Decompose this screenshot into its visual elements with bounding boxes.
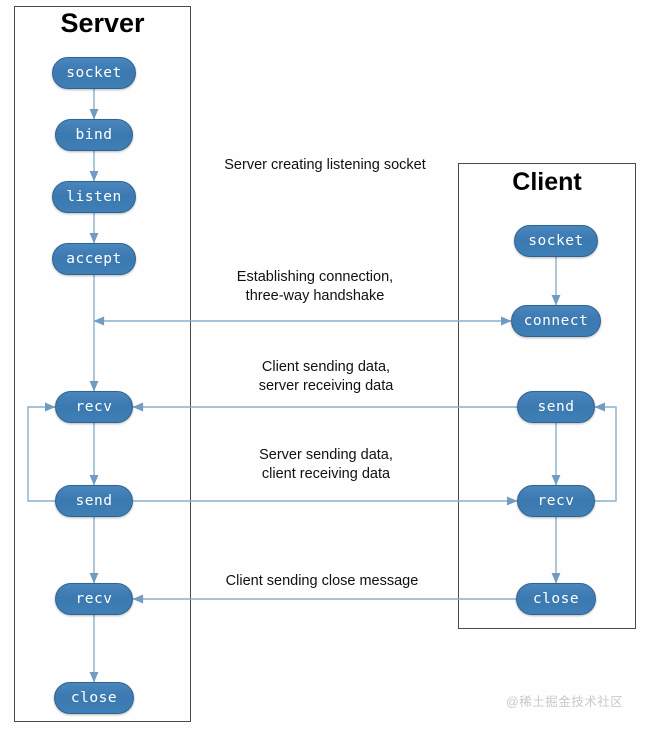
node-c-socket[interactable]: socket (514, 225, 598, 257)
node-s-listen[interactable]: listen (52, 181, 136, 213)
note-close: Client sending close message (225, 572, 419, 589)
note-handshake: Establishing connection, three-way hands… (236, 269, 394, 305)
node-s-recv2[interactable]: recv (55, 583, 133, 615)
node-s-bind[interactable]: bind (55, 119, 133, 151)
zone-server (14, 6, 191, 722)
node-c-recv[interactable]: recv (517, 485, 595, 517)
node-s-accept[interactable]: accept (52, 243, 136, 275)
zone-client-title: Client (512, 168, 582, 196)
node-s-recv1[interactable]: recv (55, 391, 133, 423)
node-s-send[interactable]: send (55, 485, 133, 517)
note-client-send: Client sending data, server receiving da… (258, 359, 394, 395)
node-c-close[interactable]: close (516, 583, 596, 615)
watermark: @稀土掘金技术社区 (506, 695, 624, 709)
node-c-send[interactable]: send (517, 391, 595, 423)
zone-server-title: Server (60, 8, 145, 38)
node-s-close[interactable]: close (54, 682, 134, 714)
node-c-connect[interactable]: connect (511, 305, 601, 337)
node-s-socket[interactable]: socket (52, 57, 136, 89)
zone-client (458, 163, 636, 629)
note-server-send: Server sending data, client receiving da… (259, 447, 393, 483)
note-listening: Server creating listening socket (224, 156, 426, 173)
